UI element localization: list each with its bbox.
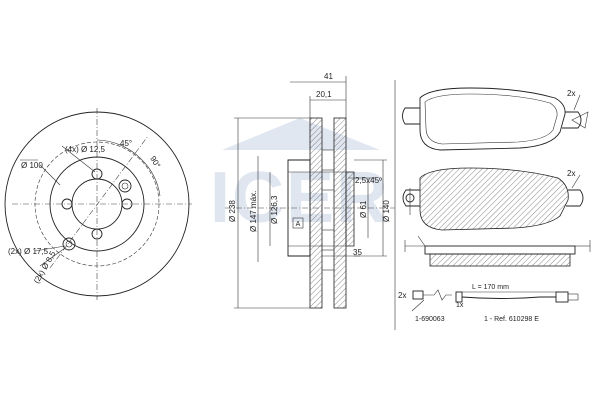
friction-ring-inner	[333, 117, 347, 309]
spring-clip-body	[412, 290, 424, 300]
label-sensor-length: L = 170 mm	[472, 284, 509, 291]
pad-top-right-tab	[562, 111, 582, 129]
pad-mid-left-tab	[402, 189, 420, 207]
label-dim-41: 41	[324, 72, 333, 81]
pad-top-left-tab	[402, 107, 420, 125]
label-4x-12-5: (4x) Ø 12,5	[65, 145, 106, 154]
pad-mid-right-tab	[566, 189, 584, 207]
friction-ring-outer	[309, 117, 323, 309]
label-chamfer: 2,5x45º	[355, 176, 382, 185]
pad-friction-material	[429, 253, 571, 267]
label-2x-17-5: (2x) Ø 17,5	[8, 247, 49, 256]
label-90-deg: 90°	[148, 155, 162, 170]
label-dia-126-3: Ø 126,3	[270, 195, 279, 224]
label-dia-147: Ø 147 máx.	[249, 191, 258, 232]
pad-backplate	[424, 245, 576, 255]
label-qty-1x: 1x	[456, 302, 464, 309]
pad-top-clip	[571, 111, 589, 129]
datum-label-a: A	[296, 221, 301, 228]
wear-sensor-tip	[455, 291, 463, 303]
part-number-left: 1-690063	[415, 316, 445, 323]
mount-hole-upper	[118, 179, 132, 193]
watermark-text: ICER	[210, 158, 390, 238]
wear-sensor-plug	[555, 291, 569, 303]
hub-outline	[287, 159, 311, 257]
spring-clip-wire	[423, 289, 452, 301]
label-dia-100: Ø 100	[21, 161, 43, 170]
disc-front-view: (4x) Ø 12,5 45° 90° Ø 100 (2x) Ø 17,5 (2…	[4, 108, 192, 300]
label-dim-20-1: 20,1	[316, 90, 332, 99]
label-dia-61: Ø 61	[359, 200, 368, 218]
disc-section-view: 41 20,1 Ø 238 Ø 147 máx. Ø 126,3 Ø 61	[225, 72, 395, 309]
pad-top-outline	[419, 87, 566, 151]
part-number-right: 1 - Ref. 610298 E	[484, 316, 539, 323]
label-qty-sensor: 2x	[398, 291, 406, 300]
brake-pads-view: 2x 2x 2x L = 170 mm 1x 1-690063 1 - Ref.…	[398, 87, 591, 323]
mount-hole-lower	[62, 237, 76, 251]
wear-sensor-wire	[461, 296, 556, 299]
label-45-deg: 45°	[120, 139, 132, 148]
hub-wall	[345, 171, 355, 247]
label-dia-140: Ø 140	[382, 200, 391, 222]
pad-mid-outline	[419, 167, 569, 231]
datum-box-a	[292, 217, 304, 229]
label-qty-mid: 2x	[567, 169, 575, 178]
label-dia-238: Ø 238	[228, 200, 237, 222]
label-dim-35: 35	[353, 248, 362, 257]
label-qty-top: 2x	[567, 89, 575, 98]
